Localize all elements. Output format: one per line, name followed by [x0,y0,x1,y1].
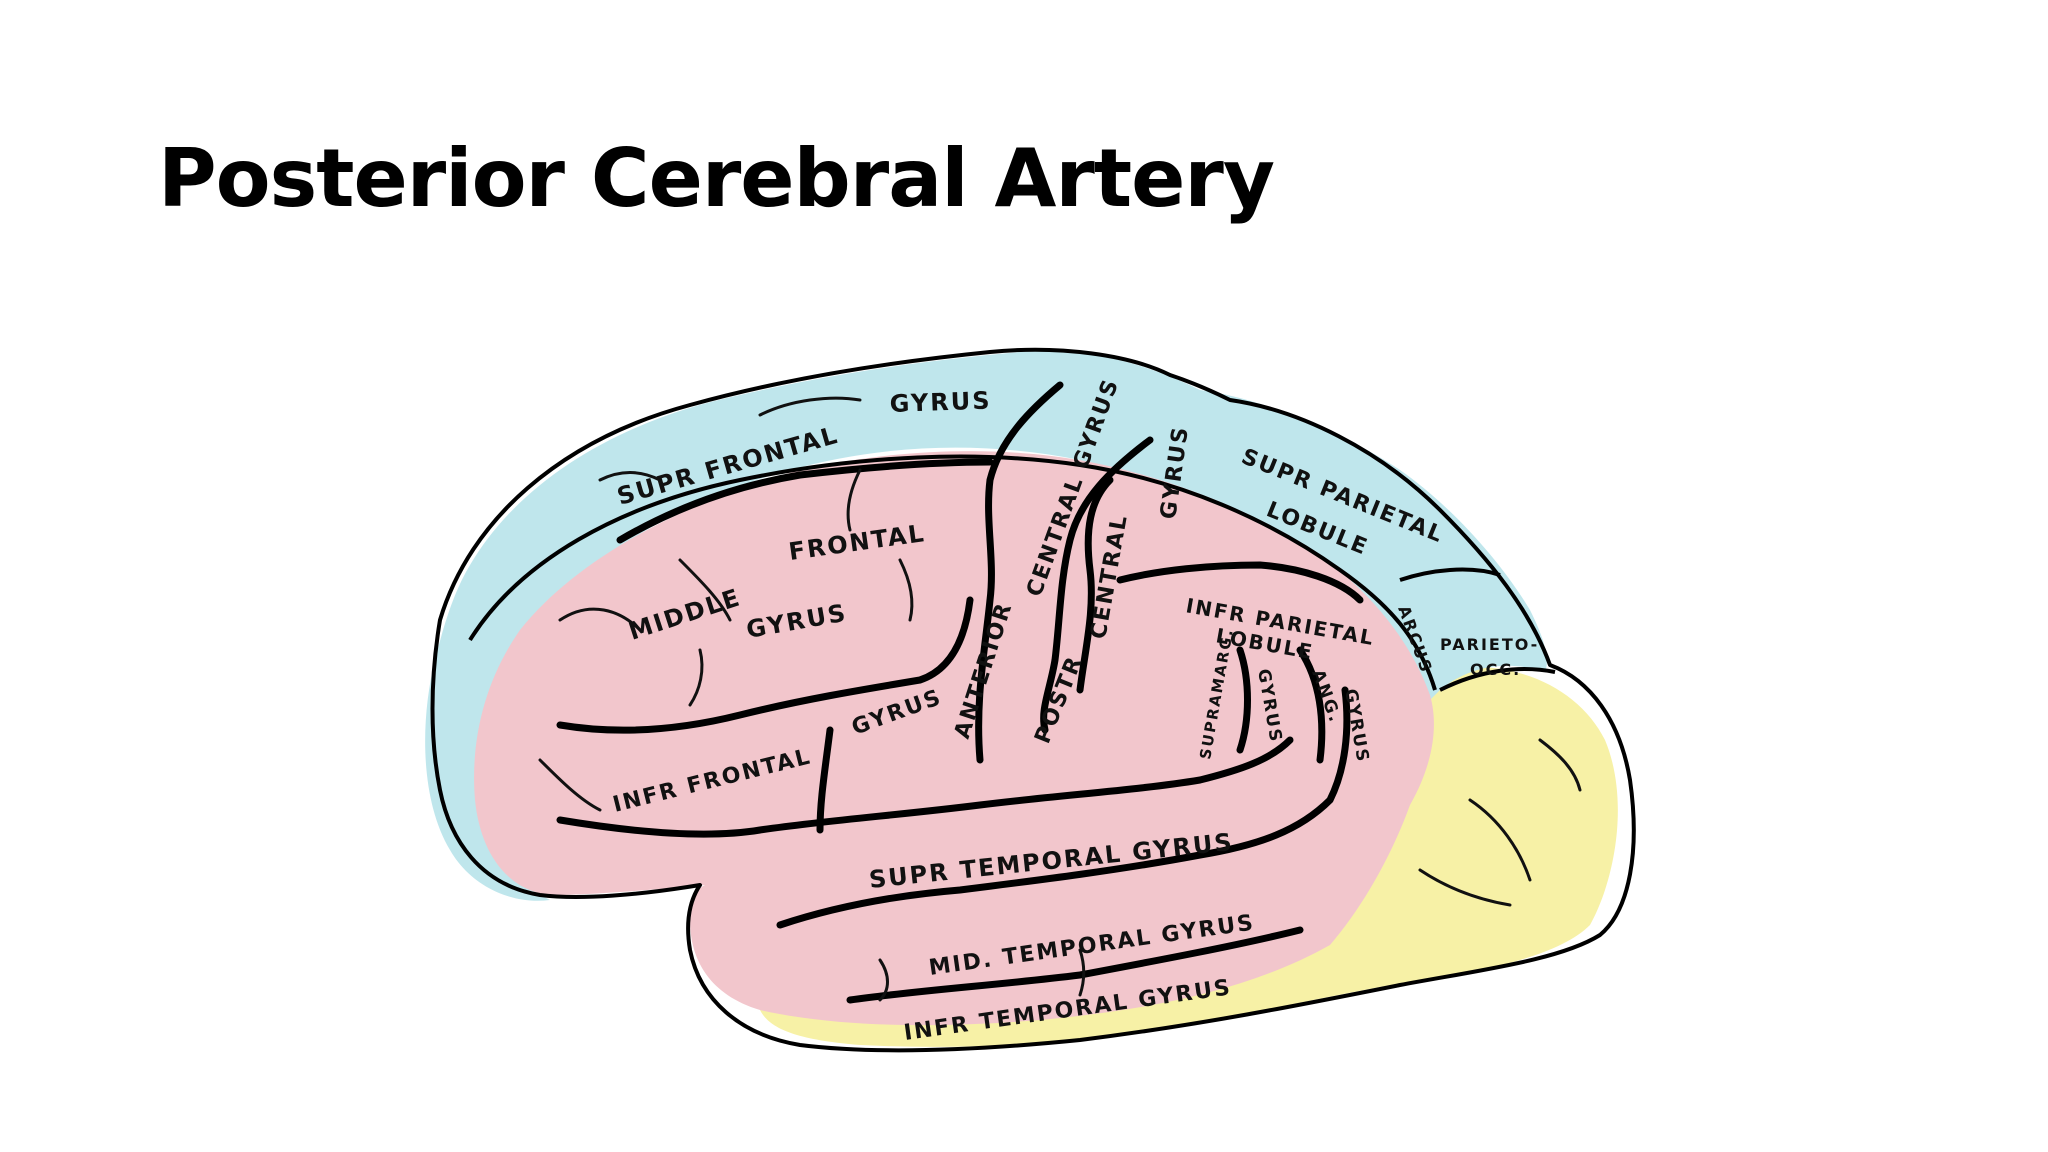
label-occ: OCC. [1470,660,1521,679]
brain-outline [430,347,1636,1053]
superior-frontal-sulcus [616,458,994,544]
sylvian-fissure [556,736,1294,838]
label-gyrus-top: GYRUS [889,386,992,418]
inferior-frontal-sulcus [556,596,974,734]
superior-temporal-sulcus [776,686,1351,929]
slide-title: Posterior Cerebral Artery [158,132,1275,225]
label-parieto: PARIETO- [1440,635,1539,654]
fine-gyral-lines [538,396,1582,1002]
intraparietal-sulcus [1116,561,1364,604]
angular-sulcus [1236,646,1326,764]
ascending-ramus [816,726,834,834]
inferior-temporal-sulcus [846,926,1304,1004]
precentral-sulcus [1076,476,1114,694]
boundary-parieto-occ [1399,567,1556,692]
boundary-blue-pink [468,454,1437,691]
postcentral-sulcus [1040,436,1154,734]
central-sulcus [975,381,1064,764]
